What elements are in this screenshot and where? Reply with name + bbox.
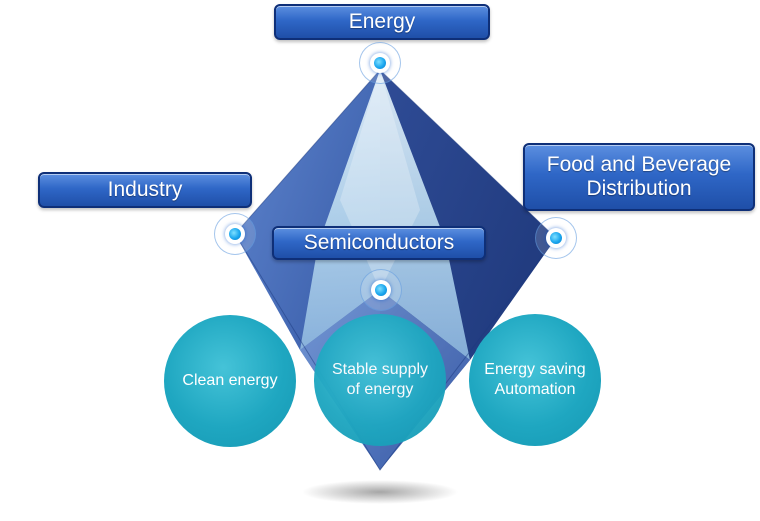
energy-label: Energy — [348, 10, 416, 33]
semiconductors-node-marker — [360, 269, 402, 311]
crystal-center-facet — [300, 70, 470, 360]
energy-label-box: Energy — [274, 4, 490, 40]
energy-saving-text-line1: Energy saving — [484, 361, 586, 378]
crystal-edges — [234, 69, 557, 471]
energy-saving-text-line2: Automation — [494, 381, 576, 398]
stable-supply-text-line1: Stable supply — [331, 361, 429, 378]
food-beverage-label-line1: Food and Beverage — [546, 153, 732, 176]
semiconductors-node-dot — [375, 284, 387, 296]
clean-energy-circle: Clean energy — [164, 315, 296, 447]
food-beverage-node-dot — [550, 232, 562, 244]
industry-node-marker — [214, 213, 256, 255]
stable-supply-circle: Stable supply of energy — [314, 314, 446, 446]
energy-node-dot — [374, 57, 386, 69]
food-beverage-label-line2: Distribution — [586, 177, 692, 200]
stable-supply-text-line2: of energy — [346, 381, 414, 398]
food-beverage-node-marker — [535, 217, 577, 259]
industry-label-box: Industry — [38, 172, 252, 208]
food-beverage-label-box: Food and Beverage Distribution — [523, 143, 755, 211]
semiconductors-label-box: Semiconductors — [272, 226, 486, 260]
energy-node-marker — [359, 42, 401, 84]
clean-energy-text: Clean energy — [182, 372, 278, 389]
industry-node-dot — [229, 228, 241, 240]
energy-saving-circle: Energy saving Automation — [469, 314, 601, 446]
crystal-shadow — [302, 480, 458, 504]
semiconductors-label: Semiconductors — [303, 231, 455, 254]
industry-label: Industry — [107, 178, 183, 201]
